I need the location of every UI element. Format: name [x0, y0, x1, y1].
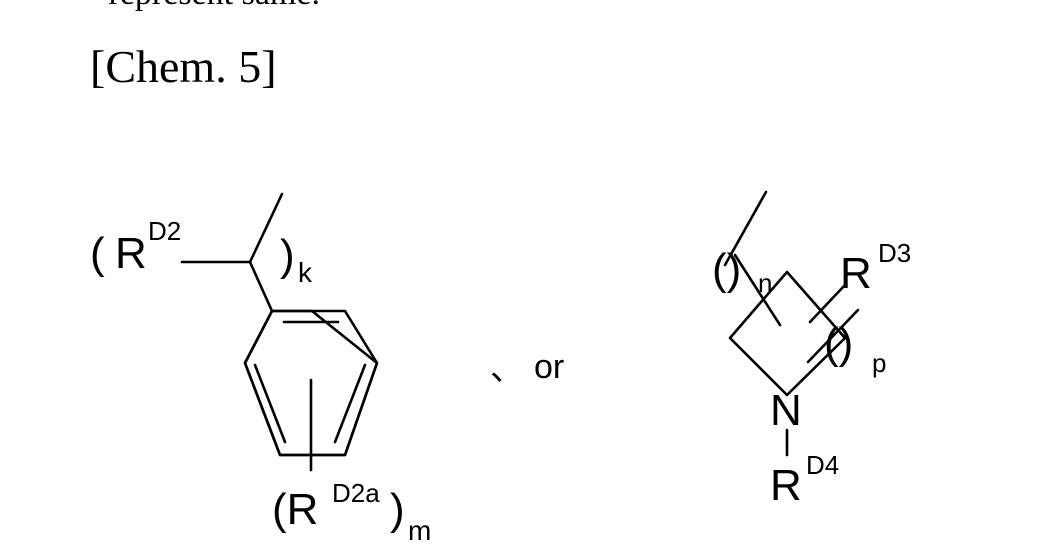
- r-d2a-superscript: D2a: [332, 478, 380, 508]
- r-d2a-close: ): [390, 485, 405, 534]
- nitrogen-atom: N: [770, 386, 802, 435]
- r-d2a-open: (R: [272, 485, 318, 534]
- structure-a: ( R D2 ) k (R D2a ) m: [90, 194, 431, 546]
- r-d3-label: R: [840, 249, 872, 298]
- double-bond-right: [335, 365, 365, 442]
- close-paren-a: ): [280, 231, 295, 280]
- m-subscript: m: [408, 515, 431, 546]
- methyl-bond: [250, 194, 282, 262]
- r-d4-superscript: D4: [806, 450, 839, 480]
- r-d4-label: R: [770, 461, 802, 510]
- header-fragment-text: — represent same.: [65, 0, 320, 12]
- r-d2-label: R: [115, 229, 147, 278]
- structure-b: () n R D3 () p N R D4: [712, 192, 911, 510]
- separator-or: or: [534, 348, 564, 386]
- n-subscript: n: [758, 268, 772, 298]
- chem-label: [Chem. 5]: [90, 41, 277, 92]
- separator-comma: 、: [490, 350, 524, 388]
- p-subscript: p: [872, 348, 886, 378]
- r-d3-superscript: D3: [878, 238, 911, 268]
- chain-bond-lower: [250, 262, 272, 311]
- p-paren: (): [824, 319, 853, 368]
- r-d2-superscript: D2: [148, 216, 181, 246]
- open-paren-a: (: [90, 229, 105, 278]
- k-subscript: k: [298, 257, 313, 288]
- n-paren: (): [712, 245, 741, 294]
